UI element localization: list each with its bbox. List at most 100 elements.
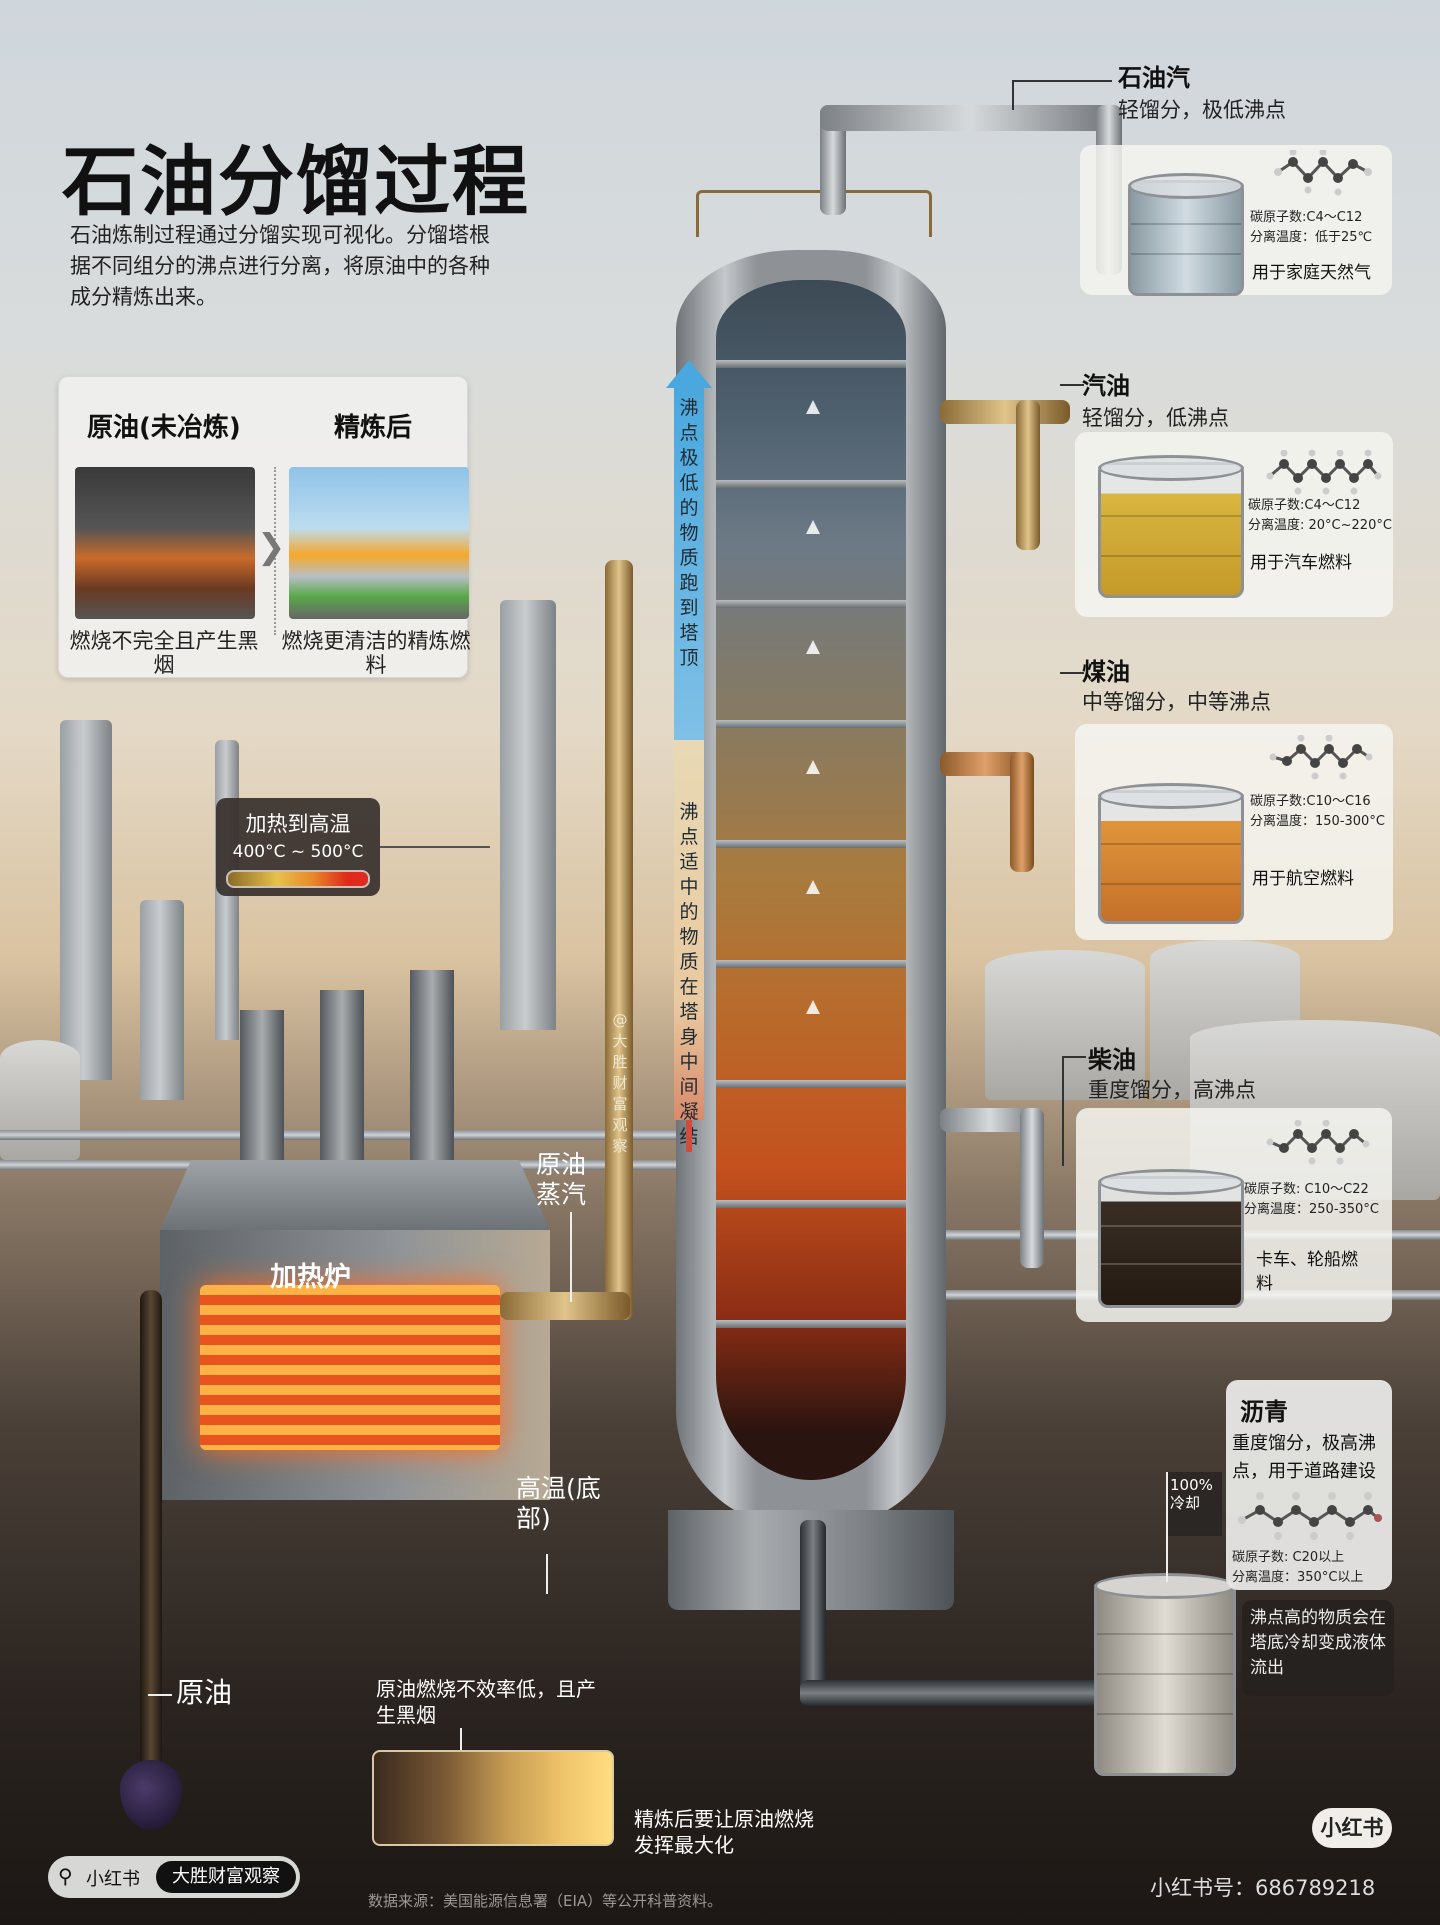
heating-furnace <box>160 970 550 1500</box>
diesel-pipe <box>1020 1108 1044 1268</box>
vapor-up-arrow-icon <box>806 880 820 894</box>
gasoline-pipe <box>940 400 1070 424</box>
heating-label: 加热到高温 400°C ~ 500°C <box>216 798 380 896</box>
tank-lid <box>1098 783 1244 809</box>
furnace-roof <box>160 1160 550 1230</box>
tray <box>716 1080 906 1088</box>
arrow-shaft <box>674 740 704 1120</box>
product-desc-lpg: 轻馏分，极低沸点 <box>1118 98 1286 122</box>
combustion-inset-image <box>372 1750 614 1846</box>
heating-range: 400°C ~ 500°C <box>232 842 364 862</box>
product-title-diesel: 柴油 <box>1088 1046 1136 1074</box>
top-arrow-text: 沸点极低的物质跑到塔顶 <box>679 397 699 669</box>
tower-top-railing <box>696 190 932 237</box>
vapor-up-arrow-icon <box>806 1000 820 1014</box>
product-desc-kerosene: 中等馏分，中等沸点 <box>1082 690 1271 714</box>
bg-refinery-column <box>500 600 556 1030</box>
vapor-up-arrow-icon <box>806 400 820 414</box>
carbon-count-asphalt: 碳原子数: C20以上 <box>1232 1550 1345 1565</box>
usage-gasoline: 用于汽车燃料 <box>1250 553 1352 573</box>
inefficient-burn-note: 原油燃烧不效率低，且产生黑烟 <box>376 1677 596 1727</box>
usage-diesel: 卡车、轮船燃料 <box>1256 1250 1358 1294</box>
bg-storage-tank <box>0 1040 80 1160</box>
carbon-count-diesel: 碳原子数: C10～C22 <box>1244 1182 1369 1197</box>
molecule-icon <box>1274 150 1372 196</box>
vapor-up-arrow-icon <box>806 640 820 654</box>
leader-line <box>148 1694 172 1696</box>
tank-band <box>1101 515 1241 517</box>
crude-oil-label: 原油 <box>176 1676 233 1709</box>
tank-lid <box>1128 173 1244 199</box>
watermark-vertical: @大胜财富观察 <box>612 1011 628 1155</box>
tank-band <box>1131 253 1241 255</box>
maximize-burn-note: 精炼后要让原油燃烧发挥最大化 <box>634 1807 814 1857</box>
product-title-kerosene: 煤油 <box>1082 658 1130 686</box>
refined-caption: 燃烧更清洁的精炼燃料 <box>281 629 471 677</box>
kerosene-pipe <box>1010 752 1034 872</box>
molecule-icon <box>1266 450 1382 495</box>
account-id: 小红书号：686789218 <box>1150 1876 1376 1900</box>
asphalt-tank <box>1094 1573 1236 1776</box>
tank-band <box>1101 1263 1241 1265</box>
comparison-card: 原油(未冶炼) 精炼后 ❯ 燃烧不完全且产生黑烟 燃烧更清洁的精炼燃料 <box>58 376 471 678</box>
tank-band <box>1097 1673 1233 1675</box>
leader-line <box>1166 1472 1168 1582</box>
divider <box>274 467 276 635</box>
leader-line <box>1012 80 1112 82</box>
usage-kerosene: 用于航空燃料 <box>1252 869 1354 889</box>
crude-oil-pipe <box>140 1290 162 1790</box>
gas-outlet-pipe <box>820 105 1120 131</box>
molecule-icon <box>1238 1492 1382 1540</box>
tank-band <box>1097 1713 1233 1715</box>
leader-line <box>380 846 490 848</box>
temperature-gradient-bar <box>226 870 370 888</box>
bg-refinery-column <box>60 720 112 1080</box>
tray <box>716 360 906 368</box>
product-title-gasoline: 汽油 <box>1082 372 1130 400</box>
tank-band <box>1101 843 1241 845</box>
leader-line <box>570 1212 572 1302</box>
tray <box>716 600 906 608</box>
search-badge[interactable]: ⚲ 小红书 大胜财富观察 <box>48 1856 300 1898</box>
cooling-label: 100%冷却 <box>1168 1472 1222 1536</box>
tray <box>716 1320 906 1328</box>
asphalt-desc: 重度馏分，极高沸点，用于道路建设 <box>1232 1433 1376 1482</box>
leader-line <box>1060 384 1084 386</box>
vapor-up-arrow-icon <box>806 760 820 774</box>
leader-line <box>1062 1056 1086 1058</box>
asphalt-title: 沥青 <box>1240 1398 1288 1426</box>
boiling-point-arrow: 沸点极低的物质跑到塔顶 沸点适中的物质在塔身中间凝结 <box>666 360 712 1152</box>
tray <box>716 960 906 968</box>
chimney <box>240 1010 284 1170</box>
gasoline-pipe <box>1016 400 1040 550</box>
carbon-count-lpg: 碳原子数:C4～C12 <box>1250 210 1363 225</box>
tank-band <box>1101 883 1241 885</box>
separation-temp-diesel: 分离温度：250-350°C <box>1244 1202 1379 1217</box>
storage-tank-lpg <box>1128 173 1244 296</box>
arrow-shaft <box>674 386 704 740</box>
leader-line <box>1062 1056 1064 1166</box>
tray <box>716 1200 906 1208</box>
dirty-factory-illustration <box>75 467 255 619</box>
tank-band <box>1131 223 1241 225</box>
refined-title: 精炼后 <box>334 413 413 443</box>
tank-lid <box>1098 1169 1244 1195</box>
tank-lid <box>1098 455 1244 481</box>
vapor-up-arrow-icon <box>806 520 820 534</box>
tank-band <box>1101 1225 1241 1227</box>
heating-title: 加热到高温 <box>245 812 351 836</box>
storage-tank-gasoline <box>1098 455 1244 598</box>
tray <box>716 840 906 848</box>
product-title-lpg: 石油汽 <box>1118 64 1190 92</box>
page-title: 石油分馏过程 <box>62 137 530 226</box>
asphalt-card: 沥青 重度馏分，极高沸点，用于道路建设 碳原子数: C20以上 分离温度：350… <box>1226 1380 1392 1590</box>
leader-line <box>1012 80 1014 110</box>
arrow-up-icon <box>666 360 712 388</box>
tank-band <box>1097 1633 1233 1635</box>
tank-lid <box>1094 1573 1236 1599</box>
separation-temp-kerosene: 分离温度：150-300°C <box>1250 814 1385 829</box>
separation-temp-gasoline: 分离温度: 20°C~220°C <box>1248 518 1392 533</box>
product-desc-gasoline: 轻馏分，低沸点 <box>1082 406 1229 430</box>
leader-line <box>546 1554 548 1594</box>
usage-lpg: 用于家庭天然气 <box>1252 263 1371 283</box>
